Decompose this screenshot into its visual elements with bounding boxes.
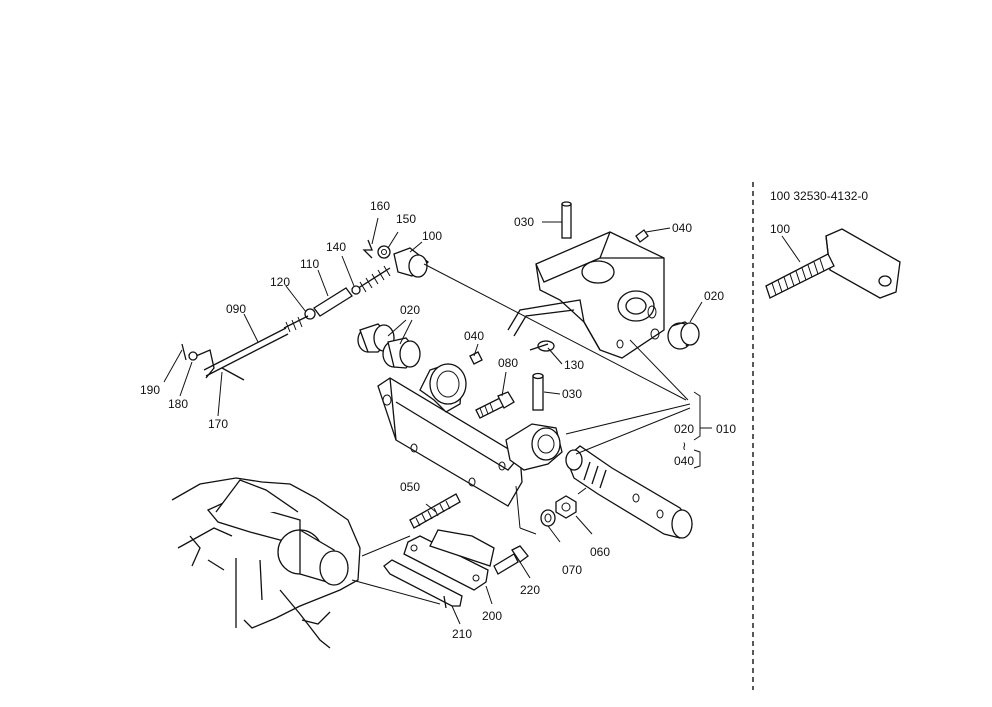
bushing-020-right	[667, 321, 700, 350]
callout-070: 070	[562, 563, 582, 577]
callout-030-upper: 030	[514, 215, 534, 229]
inset-part-100-drawing	[765, 228, 901, 299]
callout-170: 170	[208, 417, 228, 431]
leader-lines	[163, 217, 712, 625]
shaft-drawing	[505, 423, 693, 539]
grease-nipple-040-center	[469, 351, 483, 365]
nut-060	[555, 495, 577, 519]
callout-050: 050	[400, 480, 420, 494]
callout-140: 140	[326, 240, 346, 254]
callout-020-group: 020	[674, 422, 694, 436]
washer-070	[540, 509, 556, 527]
link-rod-drawing	[507, 299, 585, 352]
callout-040-upper: 040	[672, 221, 692, 235]
callout-150: 150	[396, 212, 416, 226]
callout-120: 120	[270, 275, 290, 289]
main-plate-drawing	[377, 363, 523, 507]
inset-header: 100 32530-4132-0	[770, 189, 868, 203]
callout-020-left: 020	[400, 303, 420, 317]
callout-190: 190	[140, 383, 160, 397]
upper-bracket-drawing	[535, 201, 665, 359]
callout-010: 010	[716, 422, 736, 436]
callout-090: 090	[226, 302, 246, 316]
engine-block-drawing	[171, 477, 361, 649]
callout-040-center: 040	[464, 329, 484, 343]
pin-030-lower	[532, 372, 544, 411]
callout-160: 160	[370, 199, 390, 213]
lower-bracket-drawing	[383, 493, 529, 609]
bolt-080	[475, 391, 515, 419]
callout-110: 110	[300, 257, 319, 271]
callout-130: 130	[564, 358, 584, 372]
callout-100: 100	[422, 229, 442, 243]
group-range-marker: ≀	[682, 439, 687, 453]
callout-080: 080	[498, 356, 518, 370]
inset-label-100: 100	[770, 222, 790, 236]
callout-020-right: 020	[704, 289, 724, 303]
bushings-020-left	[357, 323, 421, 369]
callout-060: 060	[590, 545, 610, 559]
callout-180: 180	[168, 397, 188, 411]
callout-200: 200	[482, 609, 502, 623]
rod-assembly-drawing	[181, 239, 430, 381]
callout-030-lower: 030	[562, 387, 582, 401]
callout-220: 220	[520, 583, 540, 597]
callout-210: 210	[452, 627, 472, 641]
callout-040-group: 040	[674, 454, 694, 468]
